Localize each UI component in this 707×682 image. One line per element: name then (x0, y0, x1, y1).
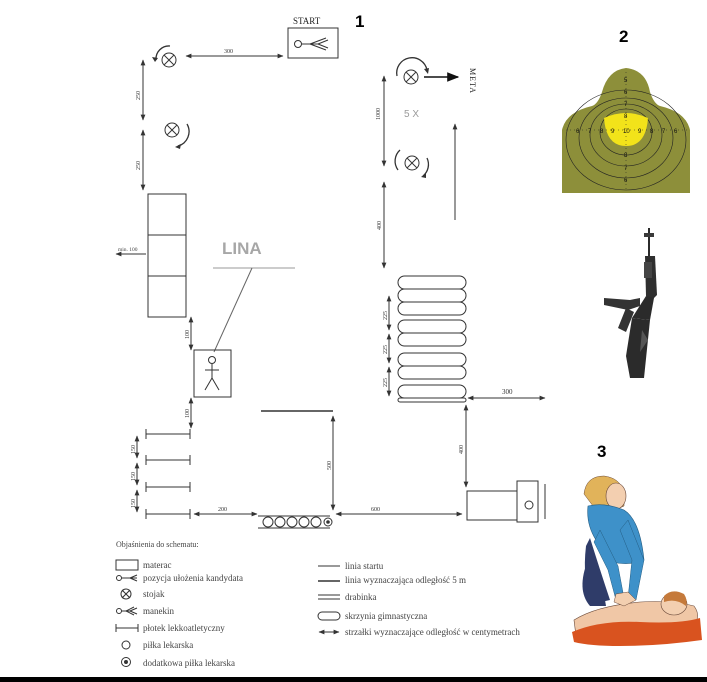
start-position-icon (116, 574, 138, 582)
stand-icon (396, 57, 429, 85)
distance-label-250-a: 250 (136, 91, 142, 100)
target-ring-7-left: 7 (588, 129, 592, 135)
legend-item-label: pozycja ułożenia kandydata (143, 573, 243, 583)
target-ring-6-left: 6 (576, 129, 580, 135)
target-ring-8-bottom: 8 (624, 153, 628, 159)
target-ring-9: 9 (638, 129, 642, 135)
start-position-icon (287, 27, 339, 59)
distance-label-100-b: 100 (185, 409, 191, 418)
target-ring-7: 7 (662, 129, 666, 135)
legend-item-label: dodatkowa piłka lekarska (143, 658, 235, 668)
target-ring-8-top: 8 (624, 114, 628, 120)
legend-item-label: linia startu (345, 561, 384, 571)
distance-label-225-a: 225 (383, 311, 389, 320)
distance-label-225-b: 225 (383, 345, 389, 354)
start-label: START (293, 16, 321, 26)
distance-label-200: 200 (218, 507, 227, 513)
finish-label: META (468, 68, 477, 94)
target-ring-8-left: 8 (600, 129, 604, 135)
gym-box-icon (317, 611, 341, 621)
lina-label: LINA (222, 239, 262, 258)
shooting-target: 10 9 9 8 8 7 7 6 6 5 6 7 8 8 7 6 (562, 51, 690, 193)
distance-label-600: 600 (371, 507, 380, 513)
legend-right: linia startu linia wyznaczająca odległoś… (317, 561, 520, 637)
distance-label-225-c: 225 (383, 378, 389, 387)
panel-number-2: 2 (619, 27, 628, 46)
ladder-icon (318, 594, 340, 600)
repeat-label: 5 X (404, 109, 419, 120)
legend-item-label: piłka lekarska (143, 640, 193, 650)
medicine-ball-icon (121, 640, 131, 650)
target-ring-5-top: 5 (624, 78, 628, 84)
mannequin-box (193, 349, 232, 398)
target-ring-6-top: 6 (624, 90, 628, 96)
hurdle-icon (115, 624, 139, 632)
distance-label-250-b: 250 (136, 161, 142, 170)
legend-item-label: stojak (143, 589, 165, 599)
target-ring-9-left: 9 (611, 129, 615, 135)
distance-label-400-b: 400 (459, 445, 465, 454)
panel-number-3: 3 (597, 442, 606, 461)
target-ring-6-bottom: 6 (624, 178, 628, 184)
legend-item-label: manekin (143, 606, 174, 616)
distance-label-150-c: 150 (131, 499, 137, 508)
legend-item-label: płotek lekkoatletyczny (143, 623, 225, 633)
legend-item-label: skrzynia gimnastyczna (345, 611, 427, 621)
stand-icon (120, 588, 132, 600)
hurdle-row (145, 429, 191, 519)
mat-icon (115, 559, 139, 571)
distance-label-1000: 1000 (376, 108, 382, 120)
target-ring-10: 10 (623, 129, 630, 135)
legend-left: materac pozycja ułożenia kandydata stoja… (115, 559, 243, 668)
legend-item-label: materac (143, 560, 171, 570)
distance-label-mat-side: min. 100 (118, 247, 138, 253)
legend-title: Objaśnienia do schematu: (116, 540, 199, 549)
distance-label-300-top: 300 (224, 49, 233, 55)
stand-icon (164, 122, 190, 149)
mannequin-icon (116, 606, 138, 616)
distance-label-300-right: 300 (502, 388, 513, 396)
legend-item-label: linia wyznaczająca odległość 5 m (345, 575, 466, 585)
gym-box-icon (466, 480, 546, 523)
target-ring-8: 8 (650, 129, 654, 135)
panel-number-1: 1 (355, 12, 364, 31)
distance-label-100-a: 100 (185, 330, 191, 339)
target-ring-7-bottom: 7 (624, 166, 628, 172)
mat-stack (147, 193, 187, 318)
legend-item-label: strzałki wyznaczające odległość w centym… (345, 627, 520, 637)
cpr-illustration (572, 475, 702, 646)
distance-label-400-a: 400 (377, 221, 383, 230)
distance-label-150-a: 150 (131, 445, 137, 454)
rope-line (213, 267, 253, 353)
distance-label-150-b: 150 (131, 472, 137, 481)
target-ring-7-top: 7 (624, 102, 628, 108)
distance-label-500: 500 (327, 461, 333, 470)
rifle-icon (604, 228, 657, 378)
extra-medicine-ball-icon (121, 657, 131, 667)
stand-icon (394, 149, 430, 178)
stand-icon (152, 45, 177, 68)
bottom-bar (0, 677, 707, 682)
target-ring-6: 6 (674, 129, 678, 135)
medicine-ball-row (258, 515, 333, 529)
gym-box-stack (397, 275, 467, 403)
legend-item-label: drabinka (345, 592, 377, 602)
